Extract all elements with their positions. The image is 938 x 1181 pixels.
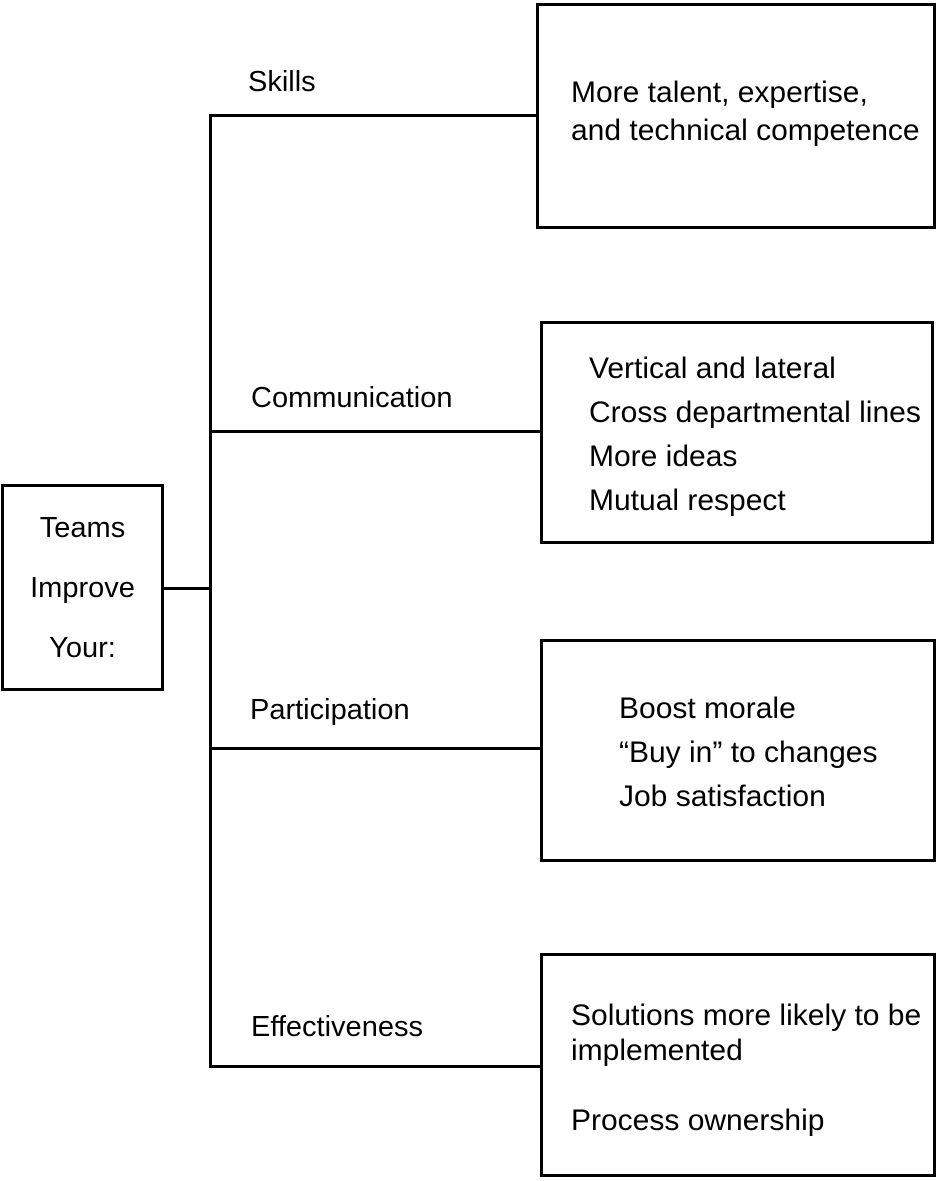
branch-label-communication: Communication [251, 382, 453, 414]
detail-text-communication: Vertical and lateral Cross departmental … [589, 352, 921, 517]
root-node-line-2: Improve [30, 571, 135, 604]
connector-branch-communication [209, 430, 542, 433]
connector-branch-effectiveness [209, 1065, 542, 1068]
detail-box-participation: Boost morale “Buy in” to changes Job sat… [540, 639, 936, 862]
detail-text-effectiveness: Solutions more likely to be implemented … [571, 999, 922, 1137]
branch-label-effectiveness: Effectiveness [251, 1011, 423, 1043]
detail-text-skills: More talent, expertise, and technical co… [571, 76, 920, 147]
root-node-line-1: Teams [39, 511, 126, 544]
detail-box-communication: Vertical and lateral Cross departmental … [540, 321, 934, 544]
connector-root-stub [163, 587, 211, 590]
detail-text-participation: Boost morale “Buy in” to changes Job sat… [619, 692, 878, 813]
branch-label-skills: Skills [248, 66, 316, 98]
connector-branch-skills [209, 114, 538, 117]
detail-box-skills: More talent, expertise, and technical co… [536, 3, 936, 229]
branch-label-participation: Participation [250, 694, 410, 726]
detail-box-effectiveness: Solutions more likely to be implemented … [540, 953, 936, 1177]
connector-trunk-vertical [209, 114, 212, 1068]
root-node-text: Teams Improve Your: [4, 487, 161, 688]
root-node-box: Teams Improve Your: [1, 484, 164, 691]
connector-branch-participation [209, 747, 542, 750]
root-node-line-3: Your: [49, 631, 116, 664]
